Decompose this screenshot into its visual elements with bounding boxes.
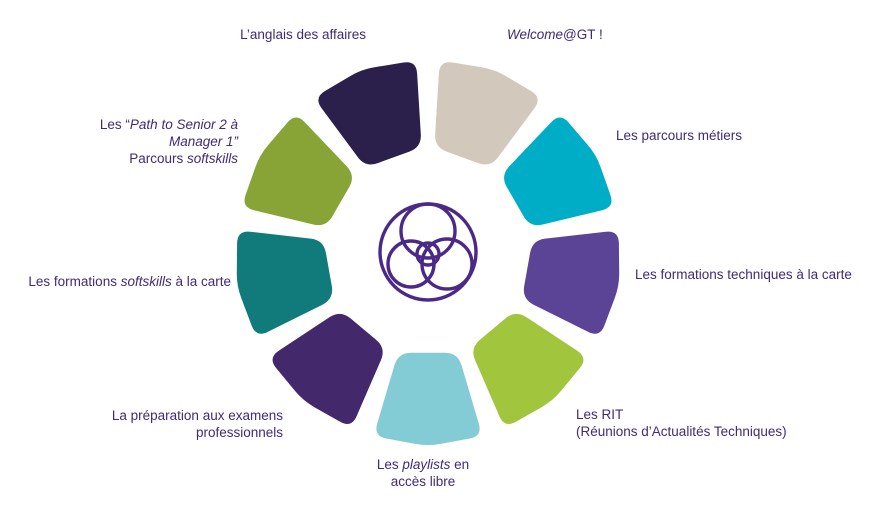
segment-welcome bbox=[435, 62, 538, 165]
concentric-swirl-icon bbox=[378, 202, 478, 302]
segments-layer bbox=[236, 62, 620, 446]
segment-path-senior bbox=[244, 117, 352, 226]
segment-formations-techniques bbox=[523, 231, 620, 334]
label-softskills-carte: Les formations softskills à la carte bbox=[28, 274, 231, 289]
label-rit: Les RIT(Réunions d’Actualités Techniques… bbox=[576, 407, 787, 439]
segment-playlists bbox=[376, 352, 480, 446]
label-parcours-metiers: Les parcours métiers bbox=[616, 128, 743, 143]
segment-rit bbox=[473, 313, 584, 424]
segment-examens bbox=[272, 313, 383, 424]
segment-parcours-metiers bbox=[504, 117, 612, 226]
segment-anglais bbox=[318, 62, 421, 165]
label-welcome-gt: Welcome@GT ! bbox=[507, 27, 603, 42]
segment-softskills-carte bbox=[236, 231, 333, 334]
label-anglais-affaires: L’anglais des affaires bbox=[240, 27, 366, 42]
label-formations-techniques: Les formations techniques à la carte bbox=[635, 267, 852, 282]
